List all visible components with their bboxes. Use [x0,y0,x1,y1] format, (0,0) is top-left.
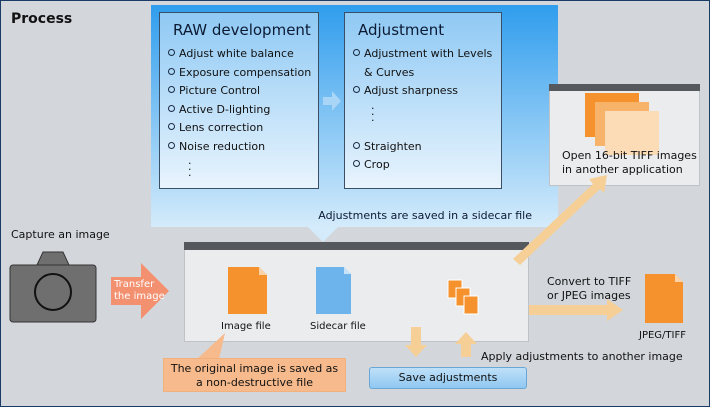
adjustment-panel: Adjustment Adjustment with Levels & Curv… [344,12,502,189]
list-item: Exposure compensation [168,64,311,83]
image-file-label: Image file [221,321,271,332]
list-item: Crop [353,156,492,175]
bullet-icon [168,141,175,149]
other-application-title-bar [549,84,700,91]
right-convert-arrow-icon [529,299,623,321]
up-arrow-icon [455,332,477,357]
camera-icon [9,251,97,323]
capture-label: Capture an image [11,228,110,241]
list-item: Adjustment with Levels [353,45,492,64]
list-item: Lens correction [168,119,311,138]
list-item: Adjust sharpness [353,82,492,101]
tiff-images-icon [585,93,659,155]
list-item: Straighten [353,138,492,157]
workspace-title-bar [184,242,529,250]
list-item: Active D-lighting [168,101,311,120]
bullet-icon [168,123,175,131]
page-title: Process [11,11,73,27]
raw-development-list: Adjust white balance Exposure compensati… [168,45,311,157]
adjustments-callout: RAW development Adjust white balance Exp… [151,5,558,227]
apply-other-label: Apply adjustments to another image [481,350,683,363]
bullet-icon [168,86,175,94]
bullet-icon [168,67,175,75]
bullet-icon [168,104,175,112]
list-item: & Curves [364,65,415,79]
more-dots-icon: ··· [188,157,192,182]
up-right-arrow-icon [513,175,607,265]
bullet-icon [353,160,360,168]
sidecar-file-icon [316,267,351,314]
jpeg-tiff-label: JPEG/TIFF [639,330,686,341]
raw-development-title: RAW development [173,21,311,39]
adjustment-list: Adjustment with Levels & Curves Adjust s… [353,45,492,175]
bullet-icon [353,49,360,56]
file-stack-icon [447,279,479,315]
right-arrow-icon [323,91,341,111]
list-item: Noise reduction [168,138,311,157]
image-file-icon [228,267,267,314]
adjustment-title: Adjustment [358,21,445,39]
callout-pointer [307,226,339,242]
list-item: Picture Control [168,82,311,101]
down-arrow-icon [405,327,427,357]
bullet-icon [353,86,360,94]
note-pointer [197,333,225,359]
more-dots-icon: ··· [371,102,375,127]
raw-development-panel: RAW development Adjust white balance Exp… [159,12,319,189]
save-adjustments-button[interactable]: Save adjustments [369,367,527,389]
bullet-icon [168,49,175,56]
transfer-arrow-icon [111,263,169,319]
list-item: Adjust white balance [168,45,311,64]
bullet-icon [353,141,360,149]
sidecar-note: Adjustments are saved in a sidecar file [318,209,532,222]
sidecar-file-label: Sidecar file [310,321,366,332]
jpeg-tiff-file-icon [645,274,683,323]
